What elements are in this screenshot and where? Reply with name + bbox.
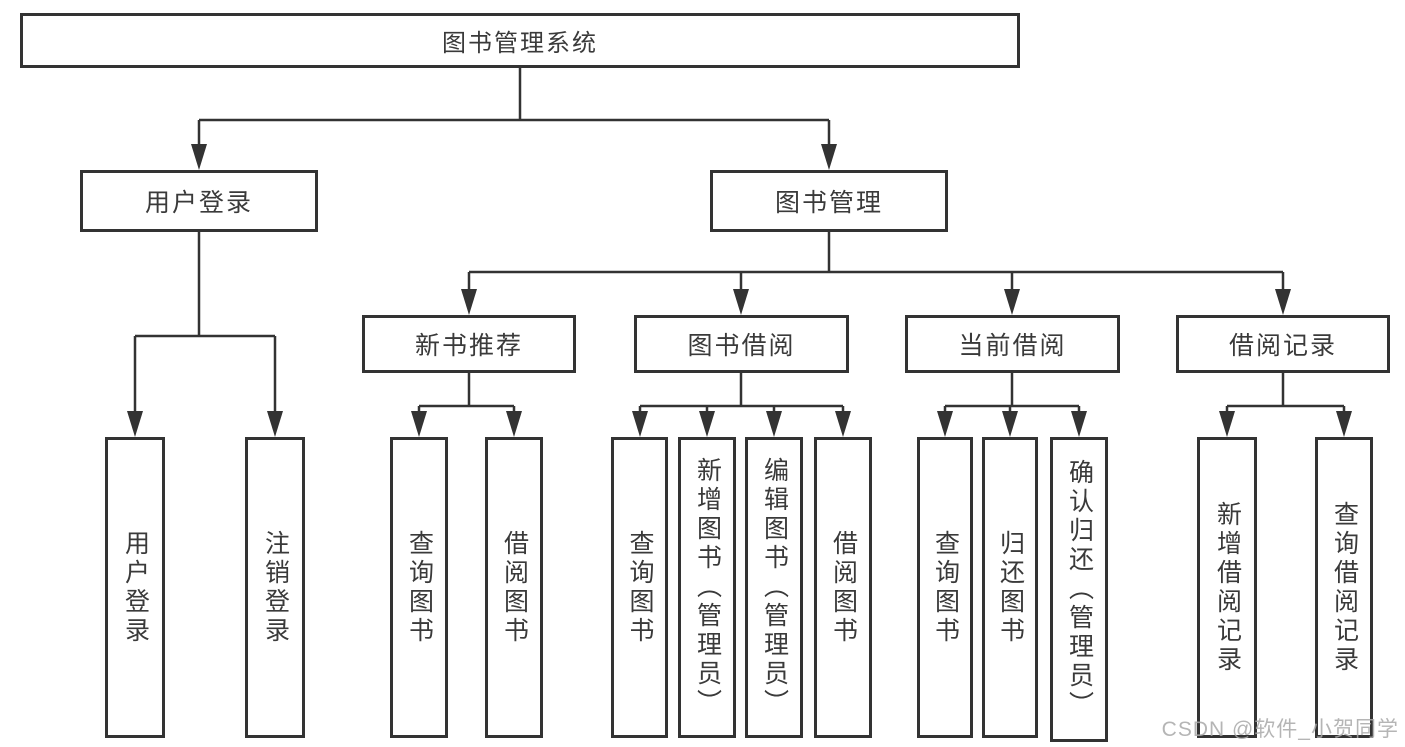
arrowhead [766,411,782,437]
arrowhead [821,144,837,170]
node-root: 图书管理系统 [20,13,1020,68]
leaf-borrow-books: 借阅图书 [814,437,872,738]
leaf-borrow-query-books-label: 查询图书 [626,529,654,646]
arrowhead [733,289,749,315]
arrowhead [411,411,427,437]
node-book-management: 图书管理 [710,170,948,232]
arrowhead [1002,411,1018,437]
node-borrow-records: 借阅记录 [1176,315,1390,373]
arrowhead [937,411,953,437]
leaf-user-login: 用户登录 [105,437,165,738]
leaf-recommend-borrow-books: 借阅图书 [485,437,543,738]
leaf-confirm-return-admin: 确认归还（管理员） [1050,437,1108,742]
node-root-label: 图书管理系统 [442,30,598,57]
leaf-recommend-query-books: 查询图书 [390,437,448,738]
leaf-add-borrow-record: 新增借阅记录 [1197,437,1257,738]
arrowhead [191,144,207,170]
node-new-book-recommend-label: 新书推荐 [414,332,523,360]
leaf-return-books-label: 归还图书 [996,529,1025,646]
node-current-borrow: 当前借阅 [905,315,1120,373]
leaf-current-query-books-label: 查询图书 [931,529,960,646]
arrowhead [461,289,477,315]
arrowhead [1275,289,1291,315]
leaf-query-borrow-record-label: 查询借阅记录 [1330,500,1359,675]
leaf-current-query-books: 查询图书 [917,437,973,738]
arrowhead [127,411,143,437]
leaf-recommend-borrow-books-label: 借阅图书 [500,529,529,646]
arrowhead [835,411,851,437]
leaf-return-books: 归还图书 [982,437,1038,738]
leaf-query-borrow-record: 查询借阅记录 [1315,437,1373,738]
connector-current-borrow-to-leaves [937,373,1087,437]
node-book-borrow-label: 图书借阅 [687,332,796,360]
arrowhead [1336,411,1352,437]
leaf-recommend-query-books-label: 查询图书 [405,529,434,646]
node-borrow-records-label: 借阅记录 [1228,332,1337,360]
leaf-confirm-return-admin-label: 确认归还（管理员） [1065,459,1094,720]
connector-new-book-recommend-to-leaves [411,373,522,437]
leaf-add-borrow-record-label: 新增借阅记录 [1213,500,1242,675]
node-user-login: 用户登录 [80,170,318,232]
connector-root-to-branches [191,68,837,170]
arrowhead [506,411,522,437]
node-book-borrow: 图书借阅 [634,315,849,373]
leaf-borrow-query-books: 查询图书 [611,437,668,738]
connector-book-management-to-groups [461,232,1291,315]
connector-book-borrow-to-leaves [632,373,851,437]
node-new-book-recommend: 新书推荐 [362,315,576,373]
connector-borrow-records-to-leaves [1219,373,1352,437]
leaf-edit-book-admin: 编辑图书（管理员） [745,437,803,738]
leaf-logout: 注销登录 [245,437,305,738]
node-book-management-label: 图书管理 [774,189,883,217]
arrowhead [1219,411,1235,437]
csdn-watermark: CSDN @软件_小贺同学 [1161,718,1399,741]
leaf-add-book-admin-label: 新增图书（管理员） [693,457,722,718]
arrowhead [267,411,283,437]
node-current-borrow-label: 当前借阅 [958,332,1067,360]
arrowhead [1004,289,1020,315]
leaf-borrow-books-label: 借阅图书 [829,529,858,646]
leaf-add-book-admin: 新增图书（管理员） [678,437,736,738]
connector-user-login-to-leaves [127,232,283,437]
node-user-login-label: 用户登录 [144,189,253,217]
leaf-user-login-label: 用户登录 [121,529,150,646]
leaf-logout-label: 注销登录 [261,529,290,646]
arrowhead [1071,411,1087,437]
arrowhead [699,411,715,437]
leaf-edit-book-admin-label: 编辑图书（管理员） [760,457,789,718]
arrowhead [632,411,648,437]
